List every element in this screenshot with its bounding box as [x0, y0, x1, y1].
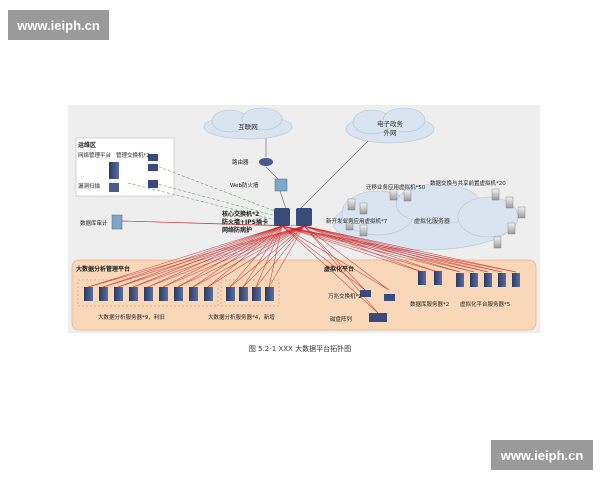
bigdata-servers-group2	[226, 287, 274, 301]
red-link-line	[102, 225, 305, 288]
red-link-line	[192, 225, 305, 288]
red-link-line	[177, 225, 305, 288]
watermark-top: www.ieiph.cn	[8, 10, 109, 40]
egov-label-line2: 外网	[384, 128, 397, 137]
egov-label-line1: 电子政务	[377, 119, 404, 128]
management-switch-icon	[148, 154, 158, 171]
red-link-line	[303, 225, 379, 314]
red-link-line	[132, 225, 305, 288]
core-label-line2: 防火墙+IPS插卡	[222, 218, 268, 226]
internet-cloud	[203, 107, 293, 140]
access-switch-icons	[360, 290, 395, 301]
red-link-line	[162, 225, 305, 288]
red-link-line	[147, 225, 283, 288]
red-link-line	[303, 225, 503, 273]
ops-item-mgmt-switch: 管理交换机*2	[116, 151, 150, 159]
red-link-line	[207, 225, 305, 288]
red-link-line	[268, 225, 305, 288]
vm-newdev-label: 新开发业务应用虚拟机*7	[326, 217, 388, 225]
vulnerability-scanner-icon	[109, 183, 119, 192]
red-link-line	[255, 225, 305, 288]
red-link-line	[303, 225, 366, 291]
red-link-line	[303, 225, 475, 273]
management-switch-2-icon	[148, 180, 158, 188]
bigdata-group2-label: 大数据分析服务器*4，新增	[208, 313, 275, 321]
access-switch-label: 万兆交换机*2	[328, 292, 362, 300]
red-link-line	[229, 225, 305, 288]
gray-links	[265, 138, 369, 210]
red-link-line	[117, 225, 283, 288]
network-management-server-icon	[109, 162, 119, 179]
red-link-line	[102, 225, 283, 288]
database-server-icons	[418, 271, 442, 285]
disk-array-icon	[369, 313, 387, 322]
red-link-line	[281, 225, 423, 273]
red-link-line	[162, 225, 283, 288]
ops-item-nms: 网络管理平台	[78, 151, 112, 159]
disk-array-label: 磁盘阵列	[330, 315, 353, 323]
red-link-line	[242, 225, 305, 288]
virtualization-cloud-label: 虚拟化服务器	[414, 217, 450, 225]
red-link-line	[281, 225, 390, 291]
red-link-line	[281, 225, 517, 273]
web-firewall-label: Web防火墙	[230, 181, 259, 189]
core-label-line3: 网络防病护	[222, 226, 252, 234]
ops-zone-title: 运维区	[78, 141, 96, 149]
red-link-line	[303, 225, 423, 273]
egov-cloud	[345, 107, 435, 144]
bigdata-group1-label: 大数据分析服务器*9，利旧	[98, 313, 165, 321]
red-link-line	[281, 225, 503, 273]
router-icon	[259, 158, 273, 166]
red-link-line	[281, 225, 489, 273]
core-switch-icon	[274, 208, 312, 226]
bigdata-title: 大数据分析管理平台	[76, 265, 130, 273]
web-firewall-icon	[274, 178, 288, 192]
db-servers-label: 数据库服务器*2	[410, 300, 449, 308]
virtual-machine-icons	[345, 188, 526, 249]
red-link-line	[87, 225, 283, 288]
virtualization-cloud	[332, 183, 519, 251]
virt-title: 虚拟化平台	[324, 265, 354, 273]
watermark-bottom: www.ieiph.cn	[491, 440, 593, 470]
core-label-line1: 核心交换机*2	[222, 210, 259, 218]
red-link-line	[147, 225, 305, 288]
red-link-line	[132, 225, 283, 288]
red-link-line	[177, 225, 283, 288]
red-link-line	[117, 225, 305, 288]
red-link-line	[303, 225, 390, 291]
database-audit-icon	[111, 214, 123, 230]
red-links	[87, 220, 517, 314]
bigdata-servers-group1	[84, 287, 213, 301]
virt-servers-label: 虚拟化平台服务器*5	[460, 300, 511, 308]
red-link-line	[303, 225, 461, 273]
red-link-line	[87, 225, 305, 288]
vm-migrate-label: 迁移业务应用虚拟机*50	[366, 183, 426, 191]
green-mgmt-links	[127, 164, 281, 222]
red-link-line	[281, 225, 379, 314]
red-link-line	[303, 225, 517, 273]
internet-label: 互联网	[238, 122, 258, 131]
red-link-line	[281, 225, 439, 273]
virtualization-server-icons	[456, 273, 520, 287]
vm-share-label: 数据交换与共享前置虚拟机*20	[430, 179, 506, 187]
figure-caption: 图 5.2-1 XXX 大数据平台拓扑图	[248, 345, 352, 353]
topology-figure: 互联网 电子政务 外网 虚拟化服务器 运维区 网络管理平台 管理交换机*2 漏洞…	[68, 105, 540, 333]
ops-item-scanner: 漏洞扫描	[78, 182, 101, 190]
network-topology-diagram: 互联网 电子政务 外网 虚拟化服务器 运维区 网络管理平台 管理交换机*2 漏洞…	[71, 107, 537, 331]
red-link-line	[121, 220, 305, 227]
red-link-line	[303, 225, 489, 273]
red-link-line	[303, 225, 439, 273]
router-label: 路由器	[232, 158, 249, 166]
bigdata-group1-box	[77, 279, 219, 307]
database-audit-label: 数据库审计	[80, 219, 108, 227]
